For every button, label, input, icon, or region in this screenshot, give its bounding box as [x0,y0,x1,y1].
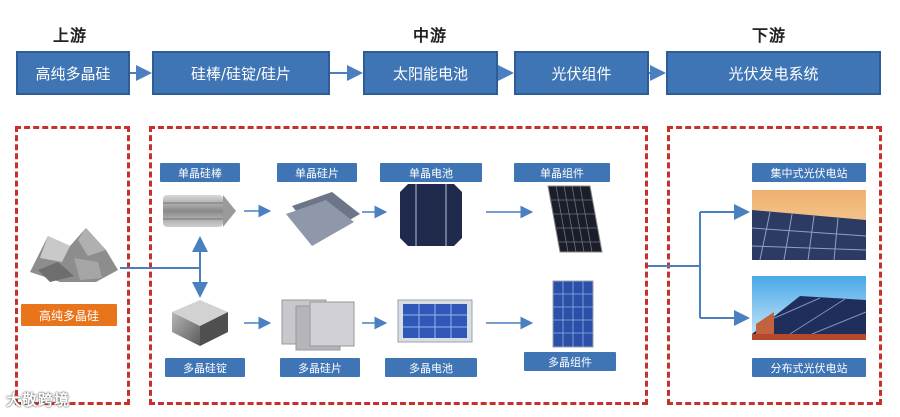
mono-module-image [548,186,602,252]
poly-module-tag: 多晶组件 [524,352,616,371]
mono-wafer-image [286,192,360,246]
mono-module-tag: 单晶组件 [514,163,610,182]
poly-cell-tag: 多晶电池 [385,358,477,377]
poly-ingot-tag: 多晶硅锭 [165,358,245,377]
mono-rod-tag: 单晶硅棒 [160,163,240,182]
poly-cell-image [398,300,472,342]
poly-wafer-tag: 多晶硅片 [280,358,360,377]
distributed-plant-tag: 分布式光伏电站 [752,358,866,377]
poly-wafer-image [282,300,354,350]
mono-wafer-tag: 单晶硅片 [277,163,357,182]
centralized-plant-image [752,190,866,260]
watermark-text: 大敬跨境 [6,389,70,410]
centralized-plant-tag: 集中式光伏电站 [752,163,866,182]
raw-to-wafer-connector [120,240,200,294]
mono-rod-image [163,195,236,227]
raw-material-tag: 高纯多晶硅 [21,304,117,326]
distributed-plant-image [752,276,866,340]
polysilicon-image [30,228,118,282]
mono-cell-image [400,184,462,246]
downstream-connector [648,212,746,318]
poly-module-image [553,281,593,347]
poly-ingot-image [172,300,228,346]
mono-cell-tag: 单晶电池 [380,163,482,182]
